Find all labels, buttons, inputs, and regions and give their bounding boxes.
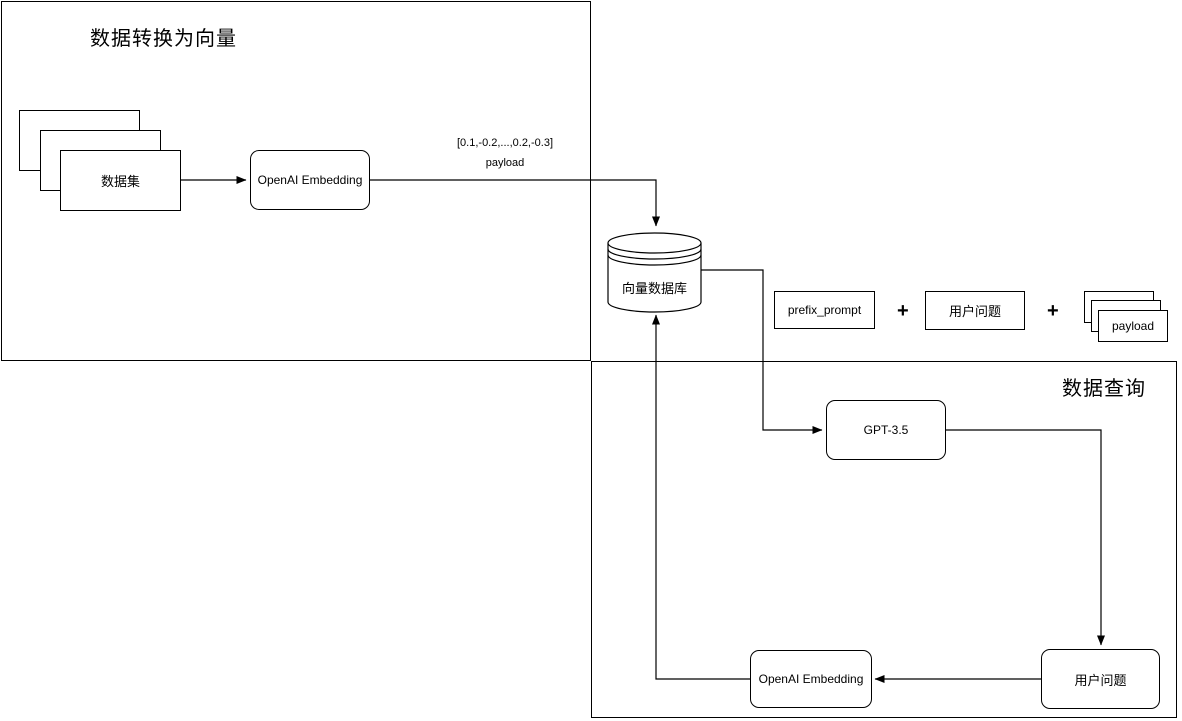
payload-label: payload [1111, 319, 1155, 333]
edge-embedding-to-vectordb [370, 179, 660, 227]
plus-operator-1: + [897, 300, 909, 322]
dataset-label: 数据集 [100, 174, 140, 189]
vector-value-label: [0.1,-0.2,...,0.2,-0.3] [457, 137, 553, 149]
user-question-concat-node: 用户问题 [925, 291, 1025, 330]
vector-db-label: 向量数据库 [621, 281, 687, 296]
plus-operator-2: + [1047, 300, 1059, 322]
ingest-section-title: 数据转换为向量 [90, 28, 237, 50]
query-section-title: 数据查询 [1062, 378, 1146, 400]
user-question-query-node: 用户问题 [1041, 649, 1160, 709]
embedding-ingest-node: OpenAI Embedding [250, 150, 370, 210]
edge-gpt-to-user-question [946, 429, 1105, 646]
payload-front-card: payload [1098, 310, 1168, 342]
vector-edge-label: [0.1,-0.2,...,0.2,-0.3] payload [420, 133, 590, 173]
gpt-node: GPT-3.5 [826, 400, 946, 460]
vector-payload-label: payload [485, 157, 525, 169]
prefix-prompt-label: prefix_prompt [787, 303, 862, 317]
embedding-query-node: OpenAI Embedding [750, 650, 872, 708]
embedding-query-label: OpenAI Embedding [758, 672, 864, 686]
edge-vectordb-to-gpt [701, 269, 823, 434]
edge-embedding-to-vectordb-return [652, 314, 750, 680]
user-question-concat-label: 用户问题 [948, 304, 1001, 319]
prefix-prompt-node: prefix_prompt [774, 291, 875, 329]
user-question-query-label: 用户问题 [1074, 672, 1127, 688]
gpt-label: GPT-3.5 [863, 423, 909, 437]
dataset-front-card: 数据集 [60, 150, 181, 211]
section-ingest-frame [1, 1, 591, 361]
vector-db-cylinder [607, 232, 702, 313]
section-query-frame [591, 361, 1177, 718]
embedding-ingest-label: OpenAI Embedding [257, 173, 363, 187]
